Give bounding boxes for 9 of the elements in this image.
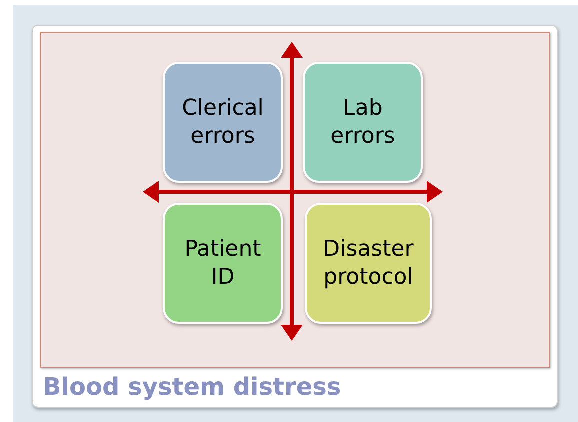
box-label: Disaster protocol	[322, 236, 415, 292]
quadrant-box	[303, 62, 423, 183]
box-label: Lab errors	[330, 94, 396, 150]
quadrant-box	[305, 203, 432, 324]
box-label: Patient ID	[184, 236, 262, 292]
caption: Blood system distress	[43, 372, 342, 402]
quadrant-box	[163, 62, 283, 183]
box-label: Clerical errors	[181, 94, 265, 150]
quadrant-box	[163, 203, 283, 324]
